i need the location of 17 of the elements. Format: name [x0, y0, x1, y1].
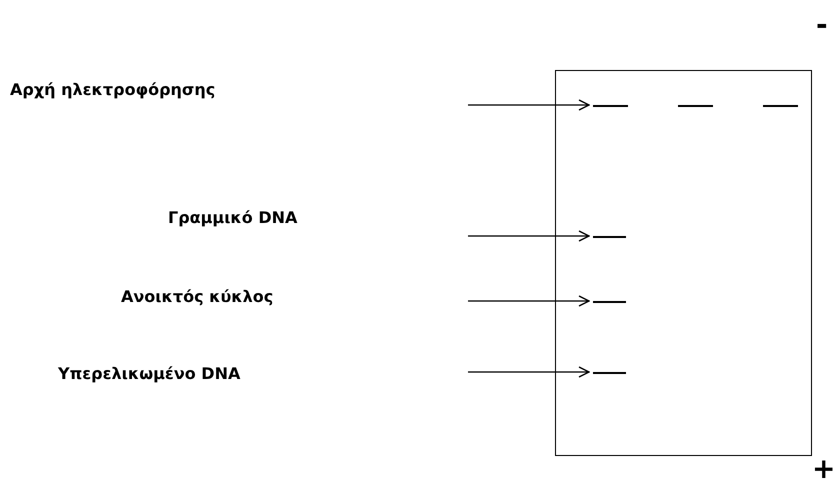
label: Αρχή ηλεκτροφόρησης — [10, 80, 216, 100]
label: Ανοικτός κύκλος — [121, 287, 274, 306]
arrow — [468, 230, 590, 242]
arrow — [468, 366, 590, 378]
band-mark — [593, 236, 626, 238]
gel-box — [555, 70, 812, 456]
band-mark — [593, 105, 628, 107]
band-mark — [678, 105, 713, 107]
label: Γραμμικό DNA — [168, 208, 298, 228]
label: Υπερελικωμένο DNA — [58, 364, 240, 384]
band-mark — [593, 301, 626, 303]
electrode-sign: + — [812, 452, 835, 481]
arrow — [468, 295, 590, 307]
arrow — [468, 99, 590, 111]
band-mark — [763, 105, 798, 107]
band-mark — [593, 372, 626, 374]
electrode-sign: - — [816, 8, 828, 42]
